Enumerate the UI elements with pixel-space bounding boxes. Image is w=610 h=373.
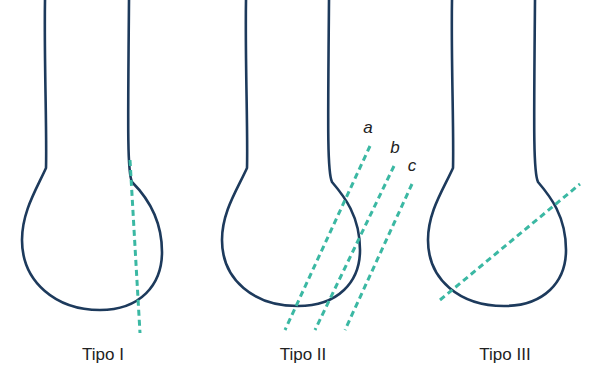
type-label: Tipo II — [280, 346, 327, 365]
bone-outline — [222, 0, 360, 306]
line-letter: b — [390, 139, 399, 158]
line-letter: c — [408, 157, 417, 176]
type-label: Tipo I — [82, 346, 124, 365]
bone-outline — [428, 0, 566, 306]
fracture-line — [345, 184, 412, 330]
type-label: Tipo III — [479, 346, 530, 365]
fracture-line — [440, 184, 580, 300]
fracture-line — [130, 160, 140, 333]
bone-outline — [22, 0, 162, 310]
line-letter: a — [363, 119, 372, 138]
